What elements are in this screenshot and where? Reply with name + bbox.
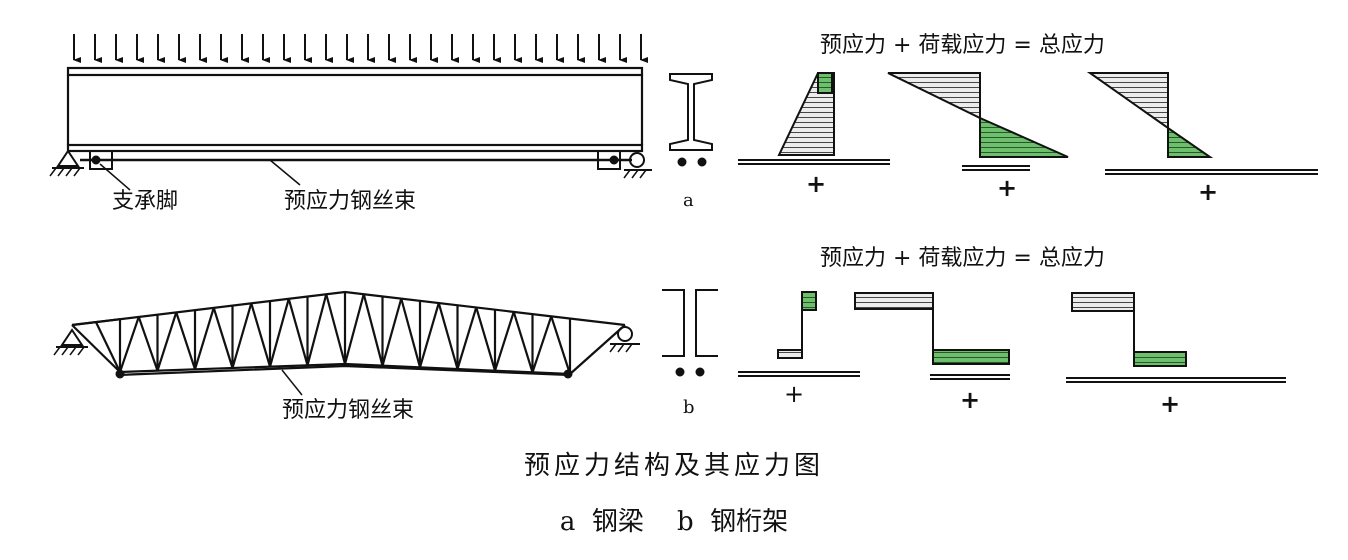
plus-a2: + (997, 174, 1017, 202)
truss-member (475, 307, 497, 371)
truss-member (493, 311, 515, 372)
stress-diagrams-b (738, 291, 1286, 383)
panel-a-label: a (683, 190, 694, 211)
truss-member (569, 324, 626, 375)
truss-member (175, 312, 197, 370)
plus-b1: + (784, 380, 804, 408)
figure-caption-title: 预应力结构及其应力图 (524, 451, 824, 481)
truss-member (156, 312, 178, 372)
plus-a1: + (806, 170, 826, 198)
tendon-label-a: 预应力钢丝束 (284, 189, 416, 214)
tendon-label-b: 预应力钢丝束 (282, 398, 414, 423)
truss-member (306, 293, 328, 366)
truss-member (325, 293, 347, 365)
plus-b3: + (1160, 390, 1180, 418)
panel-b-label: b (683, 397, 695, 418)
figure-caption-subtitle: a 钢梁 b 钢桁架 (560, 507, 788, 537)
truss-member (343, 293, 365, 365)
truss-member (550, 315, 572, 375)
distributed-load-arrows (73, 34, 648, 63)
truss-member (231, 303, 253, 369)
steel-beam (49, 34, 652, 191)
truss-member (287, 298, 309, 366)
support-foot-label: 支承脚 (112, 189, 178, 214)
truss-member (362, 293, 384, 366)
truss-member (137, 316, 159, 372)
truss-member (512, 311, 534, 373)
truss-member (71, 324, 121, 373)
stress-diagrams-a (738, 72, 1318, 175)
truss-member (193, 307, 215, 370)
truss-member (418, 302, 440, 368)
truss-member (381, 298, 403, 366)
plus-b2: + (960, 386, 980, 414)
built-up-section-b (662, 289, 718, 377)
equation-a: 预应力 + 荷载应力 = 总应力 (820, 33, 1105, 58)
plus-a3: + (1198, 178, 1218, 206)
truss-member (437, 302, 459, 370)
i-section-a (669, 73, 713, 167)
truss-member (456, 307, 478, 370)
truss-member (250, 303, 272, 367)
truss-member (95, 321, 121, 373)
truss-member (400, 298, 422, 368)
equation-b: 预应力 + 荷载应力 = 总应力 (820, 246, 1105, 271)
truss-member (118, 316, 140, 373)
steel-truss (53, 290, 640, 396)
truss-member (212, 307, 234, 369)
truss-member (344, 290, 626, 327)
truss-member (268, 298, 290, 367)
truss-member (531, 315, 553, 373)
